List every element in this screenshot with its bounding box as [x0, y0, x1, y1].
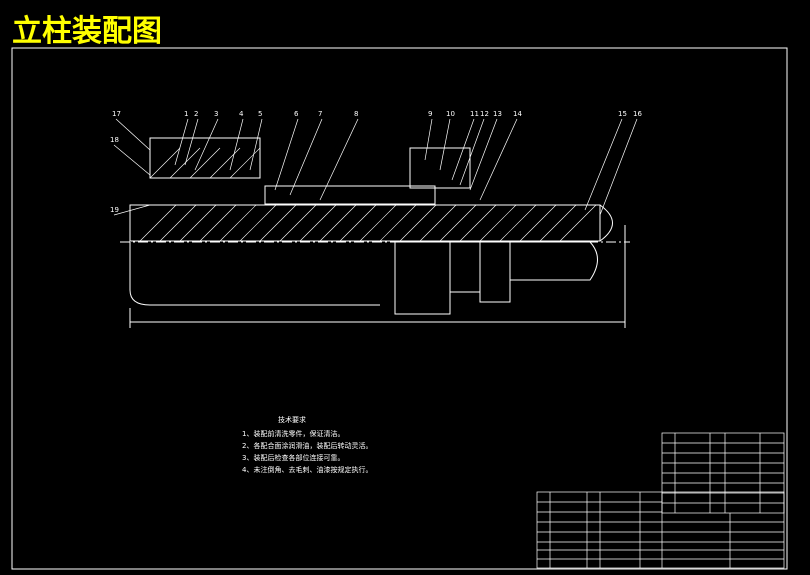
lower-block-1 [394, 241, 451, 315]
part-number-3: 3 [214, 110, 218, 118]
part-leader-1 [174, 118, 189, 166]
part-leader-5 [249, 118, 263, 171]
lower-block-2 [449, 241, 481, 293]
part-number-18: 18 [110, 136, 119, 144]
part-number-17: 17 [112, 110, 121, 118]
part-leader-17 [115, 118, 151, 151]
title-block-main [536, 491, 785, 569]
notes-heading: 技术要求 [278, 415, 306, 424]
note-line: 1、装配前清洗零件，保证清洁。 [242, 429, 344, 438]
part-number-1: 1 [184, 110, 188, 118]
lower-block-3 [479, 241, 511, 303]
part-number-5: 5 [258, 110, 262, 118]
drawing-frame [11, 47, 788, 570]
column-assembly [120, 137, 630, 328]
sleeve-tube [264, 185, 436, 205]
drawing-title: 立柱装配图 [12, 14, 162, 49]
note-line: 3、装配后检查各部位连接可靠。 [242, 453, 344, 462]
shaft-end [599, 204, 613, 242]
lower-block-4 [509, 241, 598, 281]
part-leader-19 [113, 204, 151, 216]
part-leader-12 [459, 118, 485, 186]
part-leader-16 [599, 118, 638, 216]
note-line: 4、未注倒角、去毛刺、油漆按规定执行。 [242, 465, 372, 474]
part-leader-8 [319, 118, 359, 201]
part-number-8: 8 [354, 110, 358, 118]
part-number-7: 7 [318, 110, 322, 118]
part-number-19: 19 [110, 206, 119, 214]
part-number-6: 6 [294, 110, 299, 118]
part-leader-4 [229, 118, 244, 171]
part-leader-6 [274, 118, 299, 191]
part-number-13: 13 [493, 110, 502, 118]
part-leaders [113, 118, 638, 216]
note-line: 2、各配合面涂润滑油，装配后转动灵活。 [242, 441, 372, 450]
part-leader-11 [451, 118, 475, 181]
part-number-10: 10 [446, 110, 455, 118]
part-leader-15 [584, 118, 623, 211]
part-number-14: 14 [513, 110, 522, 118]
title-block [536, 432, 785, 569]
housing-left [149, 137, 261, 179]
part-leader-9 [424, 118, 433, 161]
part-number-2: 2 [194, 110, 198, 118]
part-leader-7 [289, 118, 323, 196]
main-shaft [129, 204, 601, 242]
part-leader-10 [439, 118, 451, 171]
part-leader-2 [184, 118, 199, 166]
part-number-11: 11 [470, 110, 479, 118]
part-leader-14 [479, 118, 518, 201]
part-number-9: 9 [428, 110, 432, 118]
section-hatch [139, 147, 597, 242]
part-number-4: 4 [239, 110, 244, 118]
part-leader-3 [194, 118, 219, 171]
part-number-12: 12 [480, 110, 489, 118]
housing-right [409, 147, 471, 189]
part-leader-18 [113, 144, 151, 176]
part-number-16: 16 [633, 110, 642, 118]
part-leader-13 [469, 118, 498, 191]
lower-profile-left [129, 242, 380, 306]
part-number-15: 15 [618, 110, 627, 118]
technical-notes: 1、装配前清洗零件，保证清洁。 2、各配合面涂润滑油，装配后转动灵活。 3、装配后检… [242, 429, 372, 474]
